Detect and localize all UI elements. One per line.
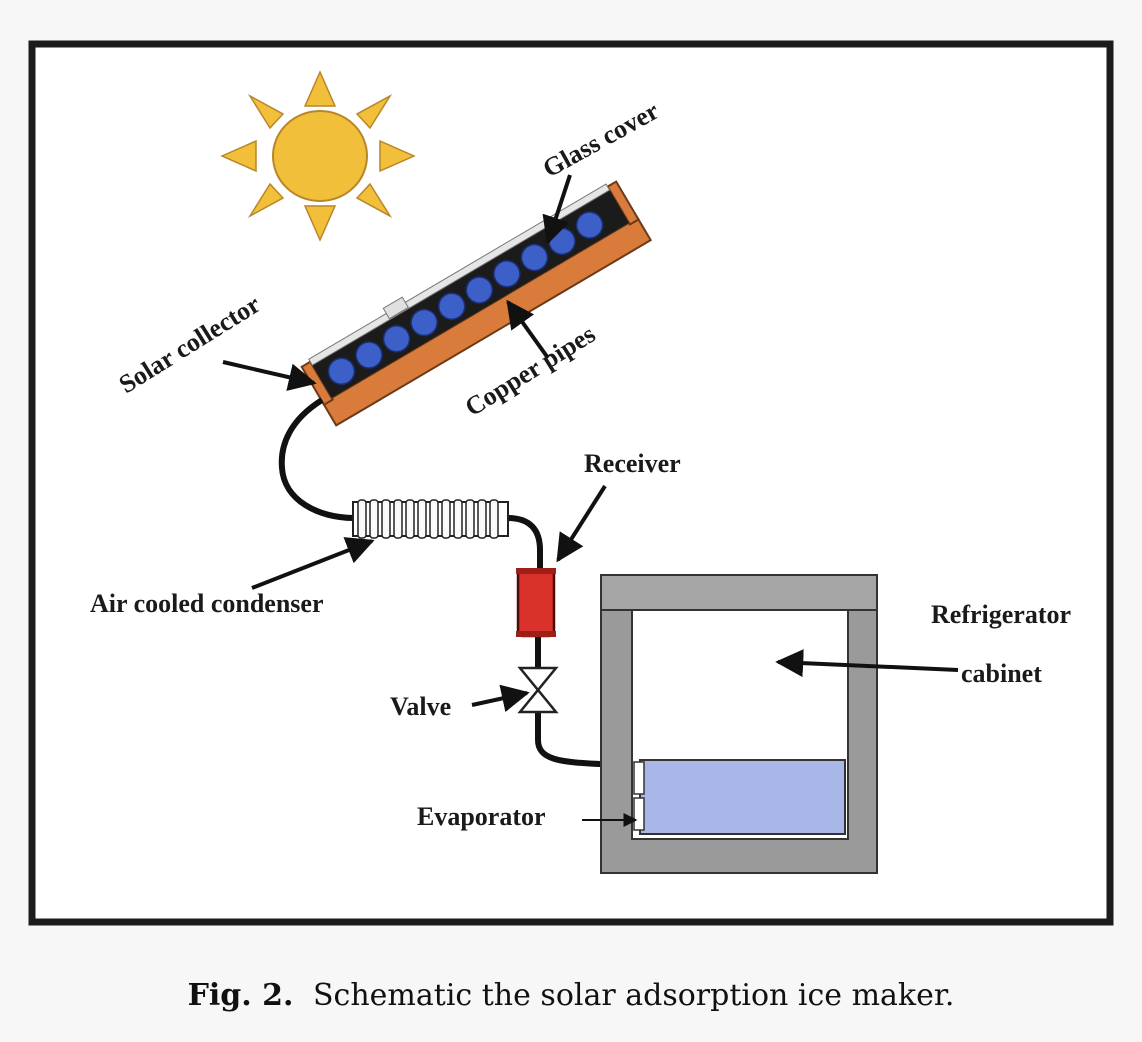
arrow-valve bbox=[471, 684, 530, 713]
caption-text: Schematic the solar adsorption ice maker… bbox=[313, 978, 955, 1013]
evaporator bbox=[633, 759, 846, 835]
pipe-valve-to-evaporator bbox=[535, 712, 649, 770]
arrow-glass-cover bbox=[542, 174, 572, 245]
pipe-collector-to-condenser bbox=[278, 397, 355, 521]
caption-figure-number: Fig. 2. bbox=[187, 978, 294, 1013]
label-cabinet: cabinet bbox=[961, 659, 1042, 688]
arrow-cabinet bbox=[775, 649, 959, 678]
arrow-copper-pipes bbox=[506, 299, 550, 360]
receiver bbox=[516, 568, 556, 638]
label-receiver: Receiver bbox=[584, 449, 681, 478]
figure-caption: Fig. 2. Schematic the solar adsorption i… bbox=[0, 978, 1142, 1013]
arrow-condenser bbox=[251, 537, 375, 590]
arrow-receiver bbox=[556, 484, 607, 563]
label-evaporator: Evaporator bbox=[417, 802, 546, 831]
arrow-solar-collector bbox=[222, 360, 317, 391]
sun-icon bbox=[220, 70, 416, 242]
label-air-cooled-condenser: Air cooled condenser bbox=[90, 589, 324, 618]
label-valve: Valve bbox=[390, 692, 451, 721]
pipe-condenser-to-receiver bbox=[507, 515, 543, 572]
schematic-diagram: Glass cover Solar collector Copper pipes… bbox=[28, 40, 1114, 926]
air-cooled-condenser bbox=[352, 499, 509, 539]
label-refrigerator: Refrigerator bbox=[931, 600, 1071, 629]
diagram-frame bbox=[28, 40, 1114, 926]
